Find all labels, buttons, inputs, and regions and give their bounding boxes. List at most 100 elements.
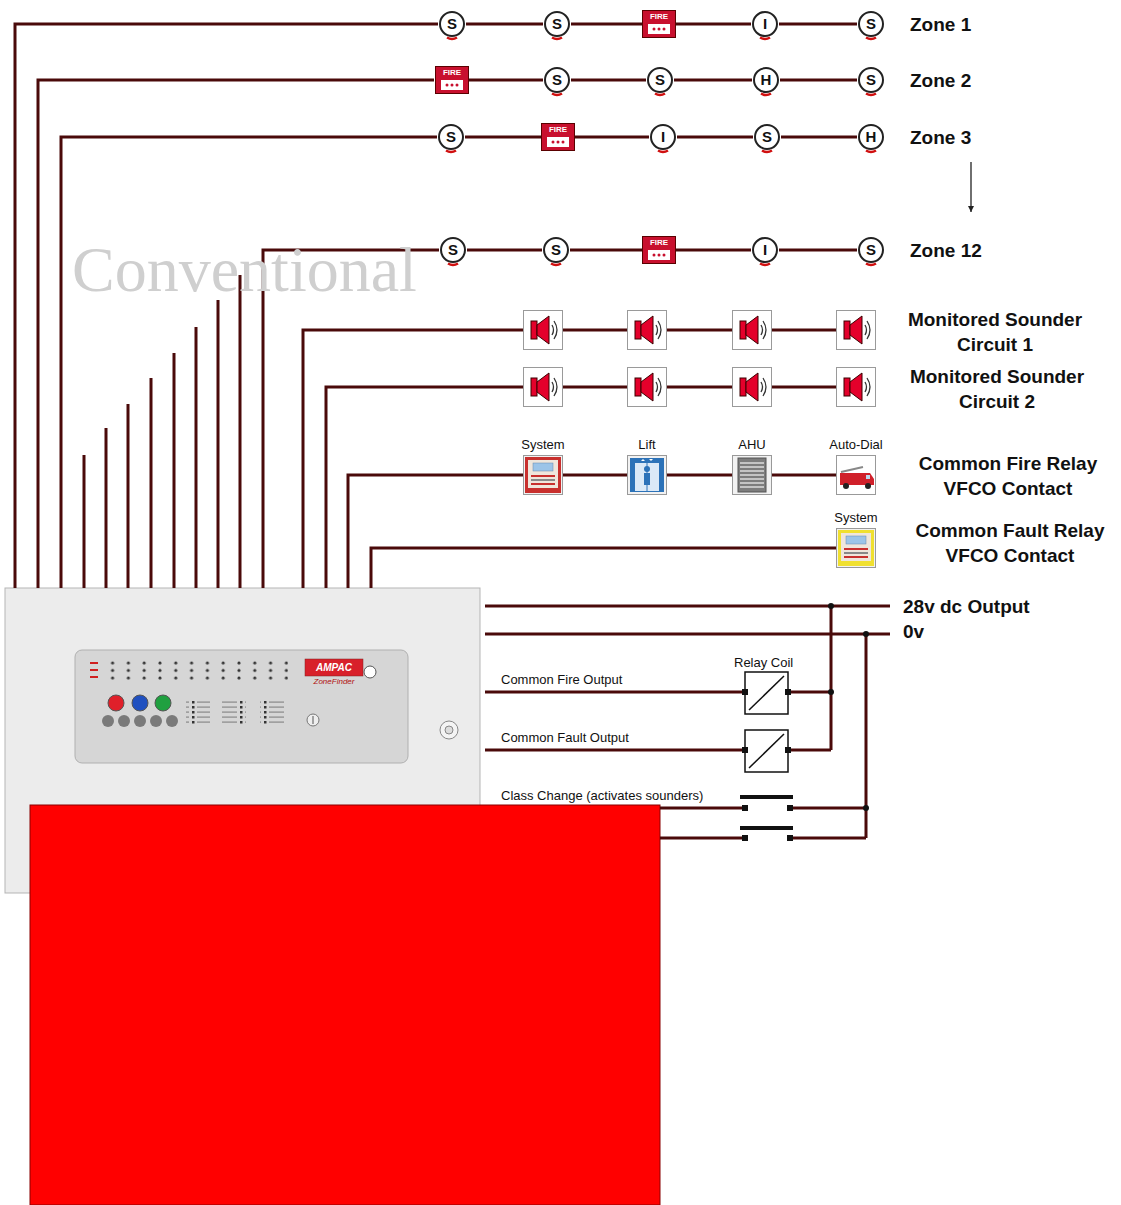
junction-dot [828, 689, 834, 695]
device-wire [667, 474, 732, 477]
glass-dot [446, 84, 449, 87]
detector-letter: S [753, 123, 781, 151]
output-label: Common Fault Output [501, 730, 629, 746]
device-wire [677, 136, 753, 139]
device-wire [571, 23, 642, 26]
detector-node: S [543, 66, 571, 94]
device-wire [780, 79, 857, 82]
call-point-glass [648, 250, 670, 260]
fault-relay-wire [371, 548, 836, 588]
device-caption: Lift [615, 437, 679, 453]
call-point-text: FIRE [643, 12, 675, 22]
call-point-glass [648, 24, 670, 34]
device-icon [732, 455, 772, 495]
grey-button [166, 715, 178, 727]
call-point-node: FIRE [435, 66, 469, 94]
detector-letter: I [751, 10, 779, 38]
zone-mark [90, 669, 98, 671]
terminal [785, 747, 791, 753]
red-cover-block [30, 805, 660, 1205]
zone-mark [90, 662, 98, 664]
detector-node: S [857, 10, 885, 38]
relay-coil [745, 730, 788, 772]
panel-face [75, 650, 408, 763]
coil-diagonal [749, 676, 784, 710]
device-icon [836, 528, 876, 568]
detector-led [655, 94, 665, 96]
detector-node: S [646, 66, 674, 94]
field-wiring [15, 24, 890, 838]
detector-led [448, 264, 458, 266]
circuit-label: Monitored Sounder Circuit 2 [909, 364, 1086, 414]
supply-label: 0v [903, 619, 924, 644]
device-icon-graphic [837, 529, 876, 568]
device-wire [772, 474, 836, 477]
sounders [524, 311, 876, 407]
call-point-text: FIRE [643, 238, 675, 248]
junction-dot [828, 603, 834, 609]
device-wire [676, 23, 751, 26]
zone-wire [38, 80, 434, 588]
device-wire [779, 23, 857, 26]
supply-wire [485, 606, 890, 634]
device-icon [836, 455, 876, 495]
sounder [524, 311, 563, 350]
logo-subtext: ZoneFinder [305, 677, 363, 687]
detector-letter: S [857, 10, 885, 38]
continuation-arrow [970, 162, 971, 212]
detector-letter: S [857, 236, 885, 264]
detector-node: H [857, 123, 885, 151]
glass-dot [552, 141, 555, 144]
device-icon-node: System [824, 510, 888, 568]
glass-panel [547, 137, 569, 147]
door-lock-core [445, 726, 453, 734]
terminal [787, 805, 793, 811]
detector-led [866, 264, 876, 266]
device-wire [779, 249, 857, 252]
detector-node: I [751, 236, 779, 264]
detector-node: S [542, 236, 570, 264]
detector-led [866, 38, 876, 40]
key-switch [307, 714, 319, 726]
glass-panel [441, 80, 463, 90]
device-icon-graphic [628, 456, 667, 495]
output-label: Common Fire Output [501, 672, 622, 688]
detector-node: H [752, 66, 780, 94]
status-indicators [186, 699, 210, 724]
detector-led [447, 38, 457, 40]
detector-letter: S [439, 236, 467, 264]
zone-wire [61, 137, 437, 588]
detector-letter: S [857, 66, 885, 94]
device-caption: System [824, 510, 888, 526]
blue-button [132, 695, 148, 711]
zone-label: Zone 1 [910, 12, 971, 37]
device-icon-box [836, 528, 876, 568]
detector-led [446, 151, 456, 153]
terminal [742, 689, 748, 695]
junctions-and-terminals [828, 603, 869, 811]
relay-coils [742, 672, 791, 772]
device-icon-node: Lift [615, 437, 679, 495]
zone-label: Zone 2 [910, 68, 971, 93]
call-point-node: FIRE [541, 123, 575, 151]
device-wire [465, 136, 541, 139]
key-slot [313, 716, 314, 724]
device-wire [676, 249, 751, 252]
detector-led [866, 151, 876, 153]
logo-plate [305, 659, 363, 676]
zone-mark [90, 676, 98, 678]
junction-dot [863, 631, 869, 637]
device-icon [627, 455, 667, 495]
call-point-glass [441, 80, 463, 90]
terminal [742, 747, 748, 753]
grey-button [150, 715, 162, 727]
contact-bar [740, 826, 793, 830]
relay-coil [745, 672, 788, 714]
zone-stub-wires [84, 275, 240, 588]
call-point-glass [547, 137, 569, 147]
input-label: Class Change (activates sounders) [501, 788, 703, 804]
detector-letter: S [543, 10, 571, 38]
glass-dot [451, 84, 454, 87]
device-icon-box [732, 455, 772, 495]
detector-letter: S [542, 236, 570, 264]
